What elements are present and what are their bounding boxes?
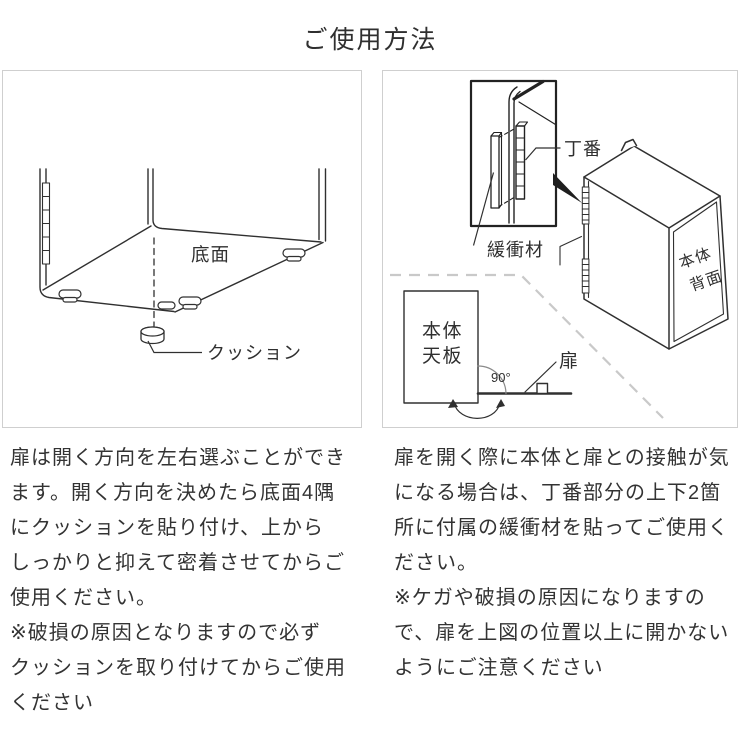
description-line: ます。開く方向を決めたら底面4隅: [10, 482, 336, 504]
description-line: 所に付属の緩衝材を貼ってご使用く: [394, 517, 729, 539]
door-hinge-diagram: 本体 背面 丁番 緩衝材: [390, 79, 729, 419]
description-line: ※破損の原因となりますので必ず: [10, 622, 322, 644]
bottom-face-label: 底面: [191, 244, 230, 265]
cushion-leader-line: [147, 340, 202, 354]
lower-hinge-strip: [581, 258, 590, 294]
description-line: 扉は開く方向を左右選ぶことができ: [10, 447, 346, 469]
inset-hinge-strip: [515, 121, 529, 200]
hinge-inset: [469, 79, 558, 228]
page-title: ご使用方法: [302, 26, 438, 54]
swing-arc: [453, 402, 501, 419]
description-line: にクッションを貼り付け、上から: [10, 517, 324, 539]
description-line: しっかりと抑えて密着させてからご: [10, 552, 345, 574]
cushion-hidden: [157, 301, 176, 310]
svg-text:天板: 天板: [422, 345, 463, 367]
door-leader-line: [524, 361, 557, 393]
left-illustration-panel: 底面 クッション: [2, 70, 362, 428]
description-line: ください: [10, 692, 94, 714]
corner-cushions: [58, 248, 306, 310]
description-line: ようにご注意ください: [394, 657, 604, 679]
door-label: 扉: [559, 350, 578, 372]
hinge-leader-line: [525, 147, 561, 161]
inset-pointer-arrow: [553, 173, 582, 203]
angle-label: 90°: [491, 370, 511, 385]
cabinet-outline: [39, 168, 327, 328]
detached-cushion: [140, 326, 165, 345]
description-line: で、扉を上図の位置以上に開かない: [394, 622, 730, 644]
hinge-gap-leader: [559, 235, 583, 266]
placement-dashed-lines: [498, 127, 516, 208]
description-line: 扉を開く際に本体と扉との接触が気: [394, 447, 730, 469]
back-tab: [620, 138, 638, 152]
description-line: 使用ください。: [10, 587, 157, 609]
right-description: 扉を開く際に本体と扉との接触が気になる場合は、丁番部分の上下2箇所に付属の緩衝材…: [394, 441, 734, 686]
upper-hinge-strip: [581, 186, 590, 225]
angle-arc: [477, 365, 507, 395]
description-line: ※ケガや破損の原因になりますの: [394, 587, 706, 609]
cushion-material-leader-line: [472, 172, 495, 246]
left-description: 扉は開く方向を左右選ぶことができます。開く方向を決めたら底面4隅にクッションを貼…: [10, 441, 362, 721]
cabinet-bottom-diagram: 底面 クッション: [39, 168, 327, 363]
hinge-strip: [41, 182, 51, 265]
right-illustration-panel: 本体 背面 丁番 緩衝材: [382, 70, 738, 428]
description-line: になる場合は、丁番部分の上下2箇: [394, 482, 722, 504]
description-line: ださい。: [394, 552, 478, 574]
hinge-label: 丁番: [564, 139, 602, 159]
body-top-label: 本体: [422, 320, 463, 342]
description-line: クッションを取り付けてからご使用: [10, 657, 346, 679]
door-top-view: [403, 290, 573, 419]
door-handle: [536, 382, 549, 395]
divider-dashed-line: [390, 273, 664, 419]
cabinet-back-drawing: [559, 138, 729, 350]
cushion-material-label: 緩衝材: [487, 240, 544, 260]
cushion-label: クッション: [207, 343, 302, 363]
